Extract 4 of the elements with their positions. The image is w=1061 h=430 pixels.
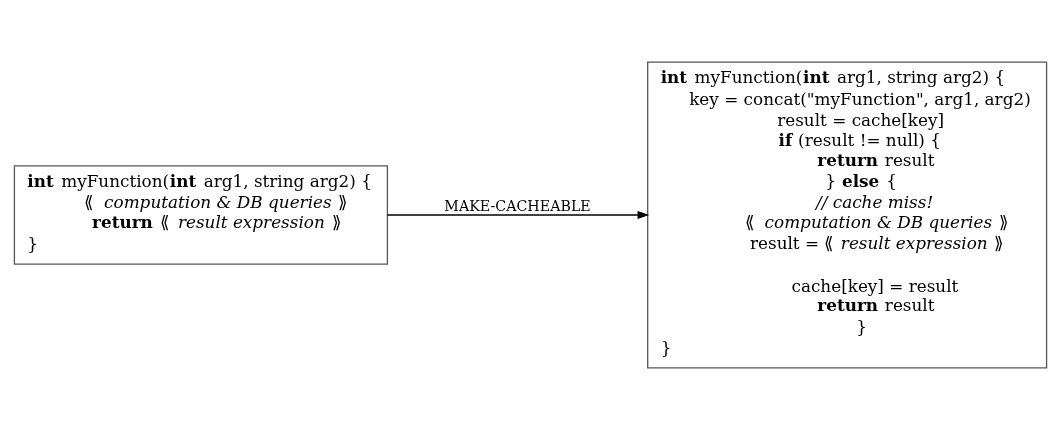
edge-label: MAKE-CACHEABLE: [444, 197, 591, 214]
arrow: [386, 210, 650, 220]
node-box: int myFunction(int arg1, string arg2) { key = concat("myFunction", arg1, arg2) result = cache[key] if (result != null) { return result } else { // cache miss! ⟪ computation & DB queries ⟫ result = ⟪ result expression ⟫ cache[key] = result return result } }: [647, 61, 1048, 369]
node-box: int myFunction(int arg1, string arg2) { ⟪ computation & DB queries ⟫ return ⟪ result expression ⟫ }: [13, 165, 389, 265]
